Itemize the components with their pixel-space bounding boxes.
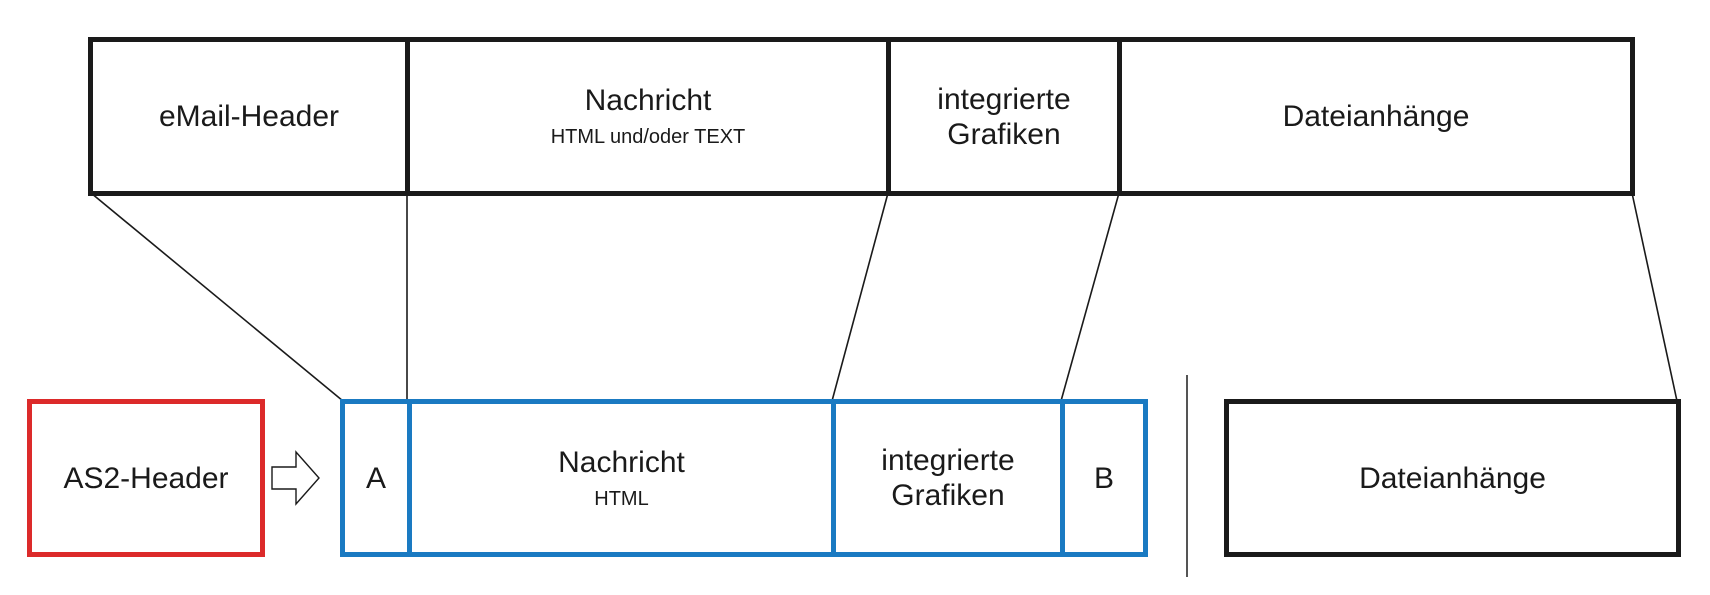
email-images-box: integrierte Grafiken xyxy=(886,37,1122,196)
as2-attachments-label: Dateianhänge xyxy=(1359,461,1546,495)
right-arrow-outline-icon xyxy=(271,450,320,506)
as2-part-b-label: B xyxy=(1093,461,1114,495)
as2-images-label: integrierte Grafiken xyxy=(881,444,1015,512)
email-attachments-label: Dateianhänge xyxy=(1282,100,1470,133)
as2-images-box: integrierte Grafiken xyxy=(831,399,1065,557)
as2-message-box: Nachricht HTML xyxy=(407,399,836,557)
email-images-label: integrierte Grafiken xyxy=(937,82,1071,151)
as2-part-a-box: A xyxy=(340,399,412,557)
email-attachments-box: Dateianhänge xyxy=(1117,37,1635,196)
email-message-title: Nachricht xyxy=(584,84,712,117)
connector-images xyxy=(831,192,889,402)
connector-email-header xyxy=(90,192,344,402)
as2-message-subtitle: HTML xyxy=(594,487,649,510)
email-header-box: eMail-Header xyxy=(88,37,410,196)
email-message-subtitle: HTML und/oder TEXT xyxy=(550,126,746,148)
connector-attachments-start xyxy=(1060,192,1120,402)
as2-part-a-label: A xyxy=(365,461,386,495)
email-header-label: eMail-Header xyxy=(158,100,340,133)
as2-header-label: AS2-Header xyxy=(63,461,229,495)
as2-attachments-box: Dateianhänge xyxy=(1224,399,1681,557)
connector-attachments-end xyxy=(1631,192,1678,402)
as2-part-b-box: B xyxy=(1060,399,1148,557)
email-message-box: Nachricht HTML und/oder TEXT xyxy=(405,37,891,196)
as2-header-box: AS2-Header xyxy=(27,399,265,557)
as2-message-title: Nachricht xyxy=(558,445,685,479)
